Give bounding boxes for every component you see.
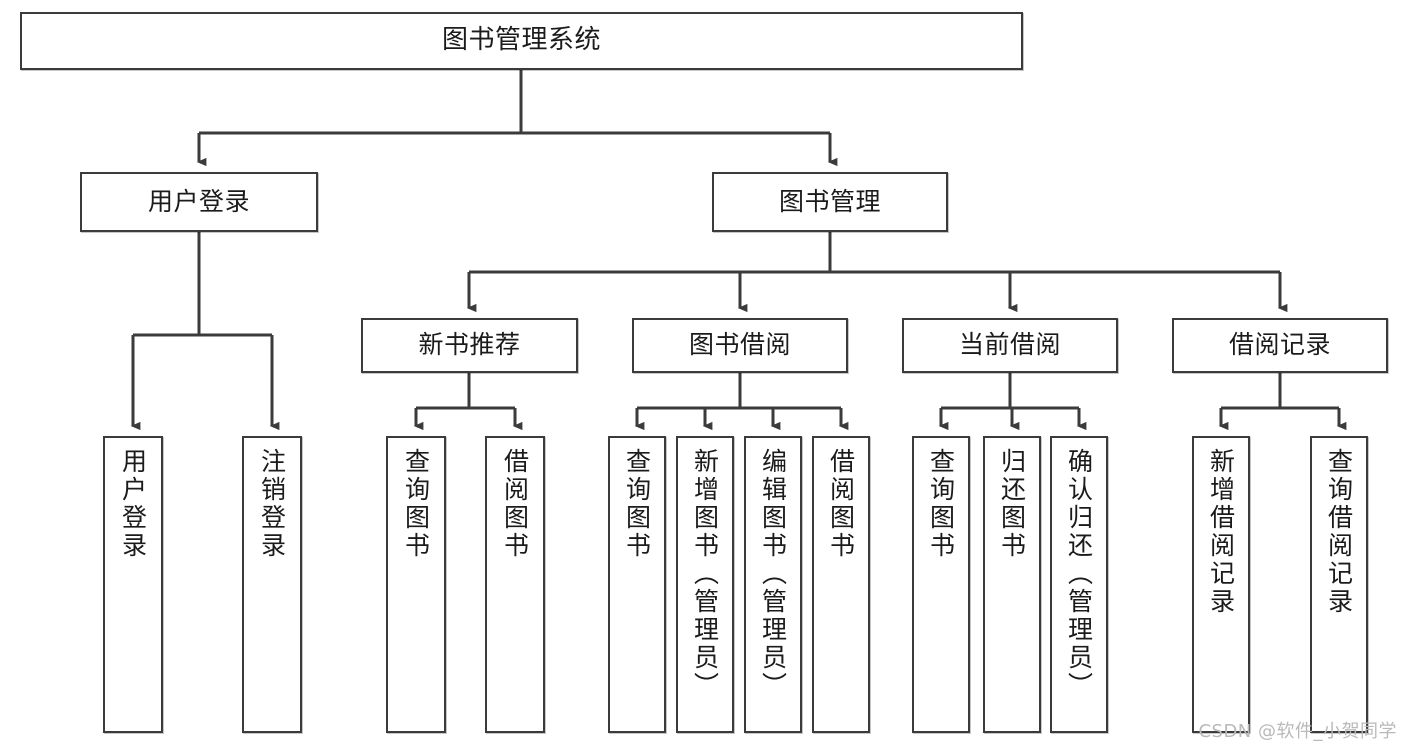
leaf-return-book[interactable]: 归还图书 [983, 436, 1041, 733]
leaf-query-borrow-record[interactable]: 查询借阅记录 [1310, 436, 1368, 733]
leaf-borrow-book-1-label: 借阅图书 [500, 448, 530, 560]
leaf-edit-book-admin-label: 编辑图书（管理员） [758, 448, 788, 700]
node-user-login[interactable]: 用户登录 [80, 172, 318, 232]
leaf-user-login-label: 用户登录 [118, 448, 148, 560]
leaf-confirm-return-admin[interactable]: 确认归还（管理员） [1050, 436, 1108, 733]
node-root[interactable]: 图书管理系统 [20, 12, 1023, 70]
node-book-borrow[interactable]: 图书借阅 [632, 318, 848, 373]
node-book-borrow-label: 图书借阅 [688, 330, 791, 360]
node-borrow-record[interactable]: 借阅记录 [1172, 318, 1388, 373]
leaf-confirm-return-admin-label: 确认归还（管理员） [1064, 448, 1094, 700]
leaf-add-borrow-record-label: 新增借阅记录 [1206, 448, 1236, 616]
leaf-query-borrow-record-label: 查询借阅记录 [1324, 448, 1354, 616]
csdn-watermark: CSDN @软件_小贺同学 [1198, 721, 1397, 742]
node-root-label: 图书管理系统 [441, 25, 601, 56]
leaf-query-book-2[interactable]: 查询图书 [608, 436, 666, 733]
leaf-query-book-3-label: 查询图书 [926, 448, 956, 560]
leaf-borrow-book-2[interactable]: 借阅图书 [812, 436, 870, 733]
node-new-book-recommend[interactable]: 新书推荐 [361, 318, 578, 373]
node-current-borrow-label: 当前借阅 [958, 330, 1061, 360]
leaf-logout-label: 注销登录 [257, 448, 287, 560]
leaf-query-book-2-label: 查询图书 [622, 448, 652, 560]
leaf-add-book-admin[interactable]: 新增图书（管理员） [676, 436, 734, 733]
leaf-borrow-book-2-label: 借阅图书 [826, 448, 856, 560]
node-current-borrow[interactable]: 当前借阅 [902, 318, 1118, 373]
leaf-borrow-book-1[interactable]: 借阅图书 [485, 436, 545, 733]
leaf-user-login[interactable]: 用户登录 [103, 436, 163, 733]
node-book-manage[interactable]: 图书管理 [712, 172, 948, 232]
node-user-login-label: 用户登录 [147, 186, 250, 216]
leaf-add-book-admin-label: 新增图书（管理员） [690, 448, 720, 700]
node-book-manage-label: 图书管理 [778, 186, 881, 216]
leaf-query-book-1-label: 查询图书 [401, 448, 431, 560]
leaf-return-book-label: 归还图书 [997, 448, 1027, 560]
leaf-add-borrow-record[interactable]: 新增借阅记录 [1192, 436, 1250, 733]
leaf-query-book-3[interactable]: 查询图书 [912, 436, 970, 733]
leaf-edit-book-admin[interactable]: 编辑图书（管理员） [744, 436, 802, 733]
leaf-logout[interactable]: 注销登录 [242, 436, 302, 733]
leaf-query-book-1[interactable]: 查询图书 [386, 436, 446, 733]
node-new-book-recommend-label: 新书推荐 [418, 330, 521, 360]
node-borrow-record-label: 借阅记录 [1228, 330, 1331, 360]
